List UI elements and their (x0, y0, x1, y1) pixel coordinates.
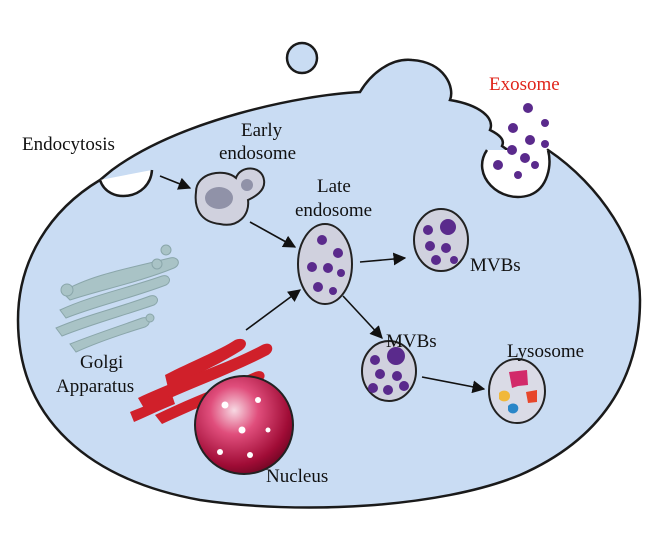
nucleus-icon (194, 375, 294, 475)
label-late-endosome-1: Late (317, 176, 351, 197)
label-endocytosis: Endocytosis (22, 134, 115, 155)
label-nucleus: Nucleus (266, 466, 329, 487)
label-exosome: Exosome (489, 74, 560, 95)
label-golgi-2: Apparatus (56, 376, 135, 397)
pathway-arrows (159, 175, 486, 394)
mvb-lower-icon (361, 340, 417, 402)
label-mvbs-lower: MVBs (386, 331, 437, 352)
early-endosome-icon (194, 167, 266, 226)
mvb-upper-icon (413, 208, 469, 272)
golgi-apparatus-icon (55, 244, 179, 353)
late-endosome-icon (297, 223, 353, 305)
label-golgi-1: Golgi (80, 352, 124, 373)
label-early-endosome-1: Early (241, 120, 283, 141)
label-mvbs-upper: MVBs (470, 255, 521, 276)
label-lysosome: Lysosome (507, 341, 585, 362)
lysosome-icon (488, 358, 546, 424)
label-early-endosome-2: endosome (219, 143, 297, 164)
exosome-particles (493, 103, 549, 179)
label-late-endosome-2: endosome (295, 200, 373, 221)
